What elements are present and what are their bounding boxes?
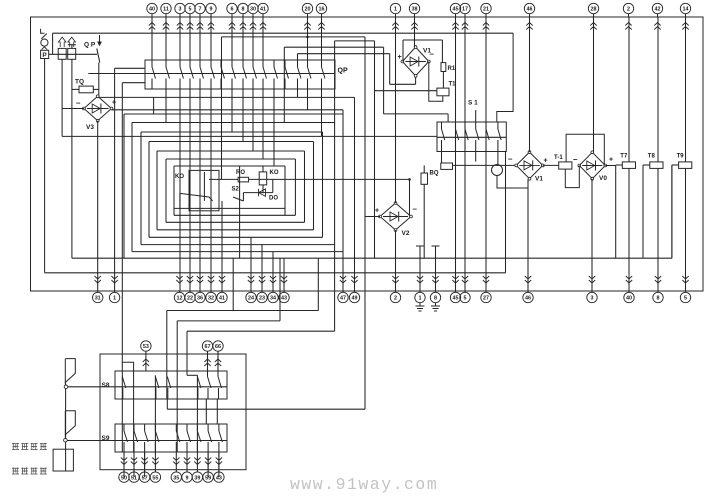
svg-text:V0: V0 — [599, 175, 607, 182]
svg-text:27: 27 — [483, 296, 489, 302]
svg-text:41: 41 — [260, 7, 266, 13]
svg-text:+: + — [544, 158, 548, 165]
svg-text:9: 9 — [186, 475, 189, 481]
svg-text:QP: QP — [338, 68, 348, 75]
svg-text:–: – — [413, 205, 418, 214]
svg-text:47: 47 — [340, 296, 346, 302]
svg-text:16: 16 — [319, 7, 325, 13]
svg-text:49: 49 — [352, 296, 358, 302]
svg-text:66: 66 — [215, 344, 221, 350]
svg-text:5: 5 — [189, 7, 192, 13]
svg-text:51: 51 — [131, 475, 137, 481]
svg-text:12: 12 — [177, 296, 183, 302]
svg-text:+: + — [398, 54, 402, 61]
svg-text:KO: KO — [175, 174, 184, 180]
svg-text:V1: V1 — [423, 48, 431, 55]
svg-text:59: 59 — [205, 475, 211, 481]
svg-text:31: 31 — [95, 296, 101, 302]
svg-text:2: 2 — [627, 7, 630, 13]
svg-text:6: 6 — [231, 7, 234, 13]
svg-text:34: 34 — [270, 296, 276, 302]
svg-text:5: 5 — [464, 296, 467, 302]
svg-text:3: 3 — [179, 7, 182, 13]
svg-text:–: – — [508, 155, 513, 164]
svg-text:DO: DO — [269, 196, 278, 202]
svg-text:–: – — [430, 50, 435, 59]
svg-text:8: 8 — [242, 7, 245, 13]
svg-text:S9: S9 — [102, 435, 110, 442]
svg-text:8: 8 — [657, 296, 660, 302]
svg-text:46: 46 — [527, 7, 533, 13]
svg-text:11: 11 — [163, 7, 169, 13]
svg-text:Q P: Q P — [84, 42, 96, 49]
svg-text:R1: R1 — [448, 66, 456, 72]
svg-text:1: 1 — [419, 296, 422, 302]
svg-text:T9: T9 — [677, 154, 685, 160]
svg-text:30: 30 — [250, 7, 256, 13]
svg-text:40: 40 — [149, 7, 155, 13]
svg-text:3: 3 — [591, 296, 594, 302]
svg-text:T1: T1 — [449, 82, 457, 88]
svg-text:+: + — [609, 157, 613, 164]
svg-text:8: 8 — [434, 296, 437, 302]
svg-text:43: 43 — [281, 296, 287, 302]
svg-text:RO: RO — [236, 170, 245, 176]
svg-text:45: 45 — [453, 296, 459, 302]
svg-text:7: 7 — [199, 7, 202, 13]
svg-text:41: 41 — [219, 296, 225, 302]
svg-text:1: 1 — [394, 7, 397, 13]
svg-text:BQ: BQ — [430, 171, 439, 177]
svg-text:S8: S8 — [102, 382, 110, 389]
svg-text:S 1: S 1 — [468, 100, 478, 107]
svg-text:T7: T7 — [620, 154, 628, 160]
svg-text:36: 36 — [197, 296, 203, 302]
svg-text:50: 50 — [121, 475, 127, 481]
svg-text:V1: V1 — [535, 176, 543, 183]
svg-text:38: 38 — [412, 7, 418, 13]
svg-text:53: 53 — [143, 344, 149, 350]
svg-text:5: 5 — [684, 296, 687, 302]
svg-text:24: 24 — [248, 296, 254, 302]
svg-text:22: 22 — [187, 296, 193, 302]
svg-text:T-1: T-1 — [554, 155, 563, 161]
svg-text:2: 2 — [394, 296, 397, 302]
svg-text:–: – — [76, 99, 81, 108]
svg-text:23: 23 — [259, 296, 265, 302]
svg-text:20: 20 — [305, 7, 311, 13]
svg-text:35: 35 — [173, 475, 179, 481]
svg-text:28: 28 — [591, 7, 597, 13]
svg-text:TQ: TQ — [75, 79, 84, 86]
svg-text:14: 14 — [683, 7, 689, 13]
svg-text:46: 46 — [525, 296, 531, 302]
svg-text:42: 42 — [655, 7, 661, 13]
svg-text:+: + — [375, 208, 379, 215]
svg-text:+: + — [112, 100, 116, 107]
svg-text:57: 57 — [142, 475, 148, 481]
svg-text:67: 67 — [205, 344, 211, 350]
svg-text:21: 21 — [483, 7, 489, 13]
svg-text:1: 1 — [113, 296, 116, 302]
svg-text:www.91way.com: www.91way.com — [290, 475, 438, 494]
svg-text:V3: V3 — [86, 124, 94, 131]
svg-text:KO: KO — [270, 170, 279, 176]
svg-text:V2: V2 — [402, 230, 410, 237]
svg-text:T8: T8 — [648, 154, 656, 160]
svg-text:–: – — [573, 155, 578, 164]
svg-text:P: P — [42, 52, 47, 59]
svg-text:40: 40 — [626, 296, 632, 302]
svg-text:39: 39 — [194, 475, 200, 481]
svg-text:32: 32 — [208, 296, 214, 302]
svg-text:55: 55 — [152, 475, 158, 481]
svg-text:9: 9 — [210, 7, 213, 13]
svg-text:45: 45 — [453, 7, 459, 13]
svg-text:43: 43 — [216, 475, 222, 481]
svg-text:17: 17 — [462, 7, 468, 13]
svg-text:S2: S2 — [232, 187, 240, 193]
